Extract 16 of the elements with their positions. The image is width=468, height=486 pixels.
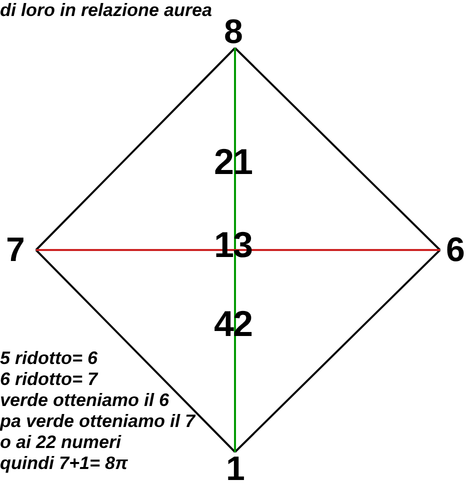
horizontal-line: [36, 249, 440, 251]
note-text: 6 ridotto= 7: [0, 369, 98, 389]
vertex-label: 6: [446, 235, 465, 265]
diamond-side: [234, 249, 441, 453]
vertex-label: 7: [6, 235, 25, 265]
diamond-side: [35, 47, 236, 251]
note-text: verde otteniamo il 6: [0, 390, 170, 410]
vertex-label: 8: [224, 17, 243, 47]
diamond-side: [234, 47, 441, 251]
note-text: di loro in relazione aurea: [0, 0, 212, 20]
note-text: quindi 7+1= 8π: [0, 453, 128, 473]
diamond-side: [35, 249, 236, 453]
note-text: o ai 22 numeri: [0, 432, 122, 452]
vertex-label: 1: [226, 454, 245, 484]
vertical-line: [234, 48, 236, 452]
note-text: 5 ridotto= 6: [0, 348, 98, 368]
